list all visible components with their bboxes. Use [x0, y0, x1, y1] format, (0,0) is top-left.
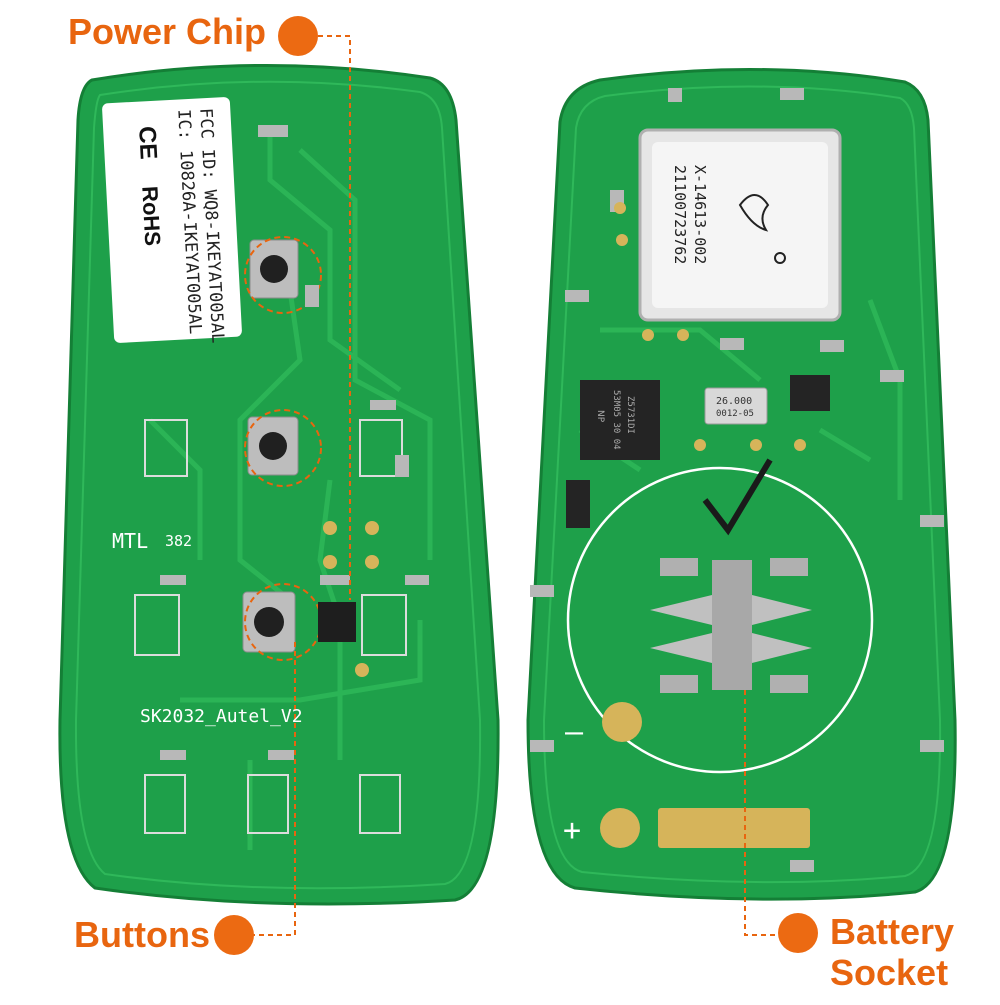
- shield-part-number: X-14613-002: [691, 165, 709, 264]
- tact-button-2: [247, 416, 299, 476]
- silkscreen-board-name: SK2032_Autel_V2: [140, 706, 303, 727]
- crystal-code: 0012-05: [716, 409, 754, 419]
- tact-button-1: [249, 239, 299, 299]
- left-pcb-board: [58, 63, 500, 906]
- sticker-rohs: RoHS: [137, 185, 165, 246]
- shield-serial: 21100723762: [671, 165, 689, 264]
- callout-dot-buttons: [214, 915, 254, 955]
- mcu-chip: [580, 380, 660, 460]
- callout-battery-socket-line2: Socket: [830, 952, 949, 993]
- silkscreen-mtl-code: 382: [165, 532, 192, 550]
- callout-dot-power-chip: [278, 16, 318, 56]
- mcu-logo: NP: [595, 410, 605, 423]
- callout-dot-battery-socket: [778, 913, 818, 953]
- battery-socket: [566, 466, 874, 774]
- callout-battery-socket-line1: Battery: [830, 911, 955, 952]
- callout-leader-lines: [250, 35, 780, 936]
- right-pcb-board: [526, 68, 957, 901]
- fcc-label-sticker: [102, 97, 242, 343]
- crystal-frequency: 26.000: [716, 396, 752, 407]
- silkscreen-plus: +: [563, 813, 581, 848]
- sticker-ce-mark: CE: [133, 125, 162, 160]
- mcu-marking-2: 53M05 30 04: [611, 390, 621, 450]
- callout-power-chip: Power Chip: [68, 11, 267, 52]
- silkscreen-mtl: MTL: [112, 529, 148, 553]
- silkscreen-minus: –: [565, 715, 584, 750]
- power-chip: [318, 602, 356, 642]
- callout-buttons: Buttons: [74, 914, 210, 955]
- tact-button-3: [242, 591, 296, 653]
- crystal-oscillator: [704, 387, 768, 425]
- rf-shield-can: [638, 128, 842, 322]
- mcu-marking-1: Z5731DI: [625, 396, 635, 434]
